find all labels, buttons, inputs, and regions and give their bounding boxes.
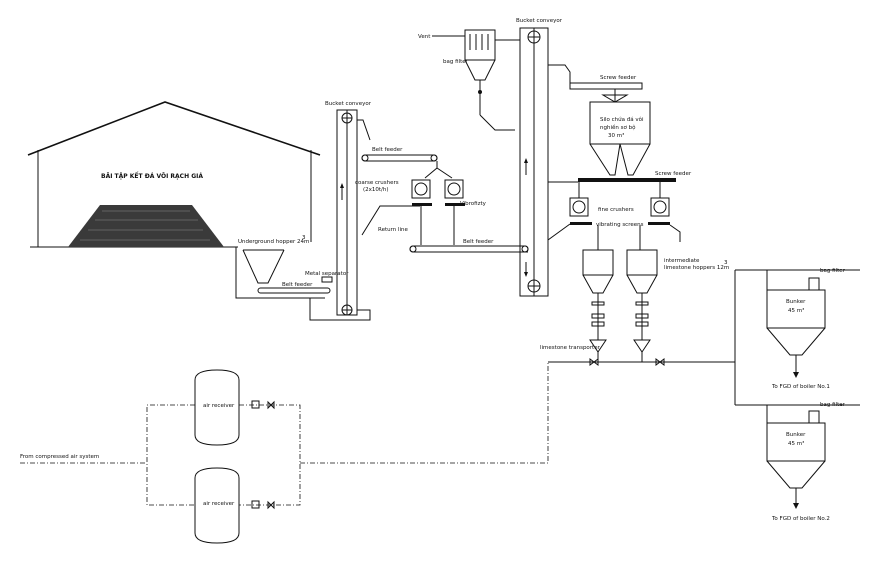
silo-label-3: 30 m³ xyxy=(608,132,624,139)
bunker-1-label: Bunker xyxy=(786,299,806,305)
bag-filter-2-label: bag filter xyxy=(820,402,846,408)
coarse-crushers-label: coarse crushers xyxy=(355,180,399,186)
bunker-2-volume: 45 m³ xyxy=(788,440,804,447)
belt-feeder-3-label: Belt feeder xyxy=(463,239,494,245)
limestone-transporter-label: limestone transporter xyxy=(540,345,601,351)
bucket-conveyor-1: Bucket conveyor xyxy=(309,101,372,321)
bunker-2-label: Bunker xyxy=(786,432,806,438)
bunker-2: bag filter Bunker 45 m³ To FGD of boiler… xyxy=(766,402,846,522)
bucket-conveyor-1-label: Bucket conveyor xyxy=(325,101,372,107)
air-receiver-1-tank xyxy=(194,369,240,446)
bunker-1: bag filter Bunker 45 m³ To FGD of boiler… xyxy=(766,268,846,390)
bucket-conveyor-2: Bucket conveyor xyxy=(516,18,571,297)
return-line-label: Return line xyxy=(378,227,409,233)
top-bag-filter: Vent bag filter xyxy=(418,29,520,131)
silo-label-2: nghiền sơ bộ xyxy=(600,123,636,131)
underground-hopper-label: Underground hopper 24m xyxy=(238,239,309,245)
intermediate-label-1: intermediate xyxy=(664,258,700,264)
fine-crushers: fine crushers vibrating screens xyxy=(547,182,681,252)
house-roof xyxy=(27,101,321,156)
bucket-conveyor-2-label: Bucket conveyor xyxy=(516,18,563,24)
belt-feeder-2: Belt feeder xyxy=(361,147,453,179)
transport-line xyxy=(548,240,860,406)
screw-feeder-1-label: Screw feeder xyxy=(600,75,637,81)
underground-hopper: Underground hopper 24m 3 Metal separator… xyxy=(235,235,349,299)
fine-crushers-label: fine crushers xyxy=(598,207,634,213)
underground-hopper-sup: 3 xyxy=(302,235,306,241)
bag-filter-1-label: bag filter xyxy=(820,268,846,274)
belt-feeder-1-label: Belt feeder xyxy=(282,282,313,288)
belt-feeder-3: Belt feeder xyxy=(409,239,529,253)
bag-filter-top-label: bag filter xyxy=(443,59,469,65)
storage-house: BÃI TẬP KẾT ĐÁ VÔI RẠCH GIÁ xyxy=(27,101,321,248)
limestone-pile xyxy=(68,205,224,247)
air-receiver-2-tank xyxy=(194,467,240,544)
bunker-1-volume: 45 m³ xyxy=(788,307,804,314)
vibrating-screens-label: vibrating screens xyxy=(596,222,644,228)
coarse-crushers: coarse crushers (2x10t/h) Vibrofizty Ret… xyxy=(355,179,487,245)
air-receiver-1-label: air receiver xyxy=(203,403,235,409)
storage-house-label: BÃI TẬP KẾT ĐÁ VÔI RẠCH GIÁ xyxy=(101,172,203,180)
vent-label: Vent xyxy=(418,34,431,40)
pile-texture xyxy=(80,210,210,241)
intermediate-sup: 3 xyxy=(724,260,728,266)
screw-feeder-and-silo: Screw feeder Silo chứa đá vôi nghiền sơ … xyxy=(548,75,692,183)
to-boiler-2-label: To FGD of boiler No.2 xyxy=(771,516,830,522)
air-receiver-2-label: air receiver xyxy=(203,501,235,507)
coarse-crushers-spec: (2x10t/h) xyxy=(363,187,389,193)
metal-separator-label: Metal separator xyxy=(305,271,349,277)
belt-feeder-2-label: Belt feeder xyxy=(372,147,403,153)
compressed-air-label: From compressed air system xyxy=(20,454,99,460)
vibrofeeder-label: Vibrofizty xyxy=(460,201,487,207)
screw-feeder-2-label: Screw feeder xyxy=(655,171,692,177)
intermediate-label-2: limestone hoppers 12m xyxy=(664,265,729,271)
compressed-air-system: air receiver air receiver From compresse… xyxy=(20,362,549,544)
to-boiler-1-label: To FGD of boiler No.1 xyxy=(771,384,830,390)
silo-label-1: Silo chứa đá vôi xyxy=(600,116,644,123)
intermediate-hoppers: intermediate limestone hoppers 12m 3 lim… xyxy=(540,249,729,362)
